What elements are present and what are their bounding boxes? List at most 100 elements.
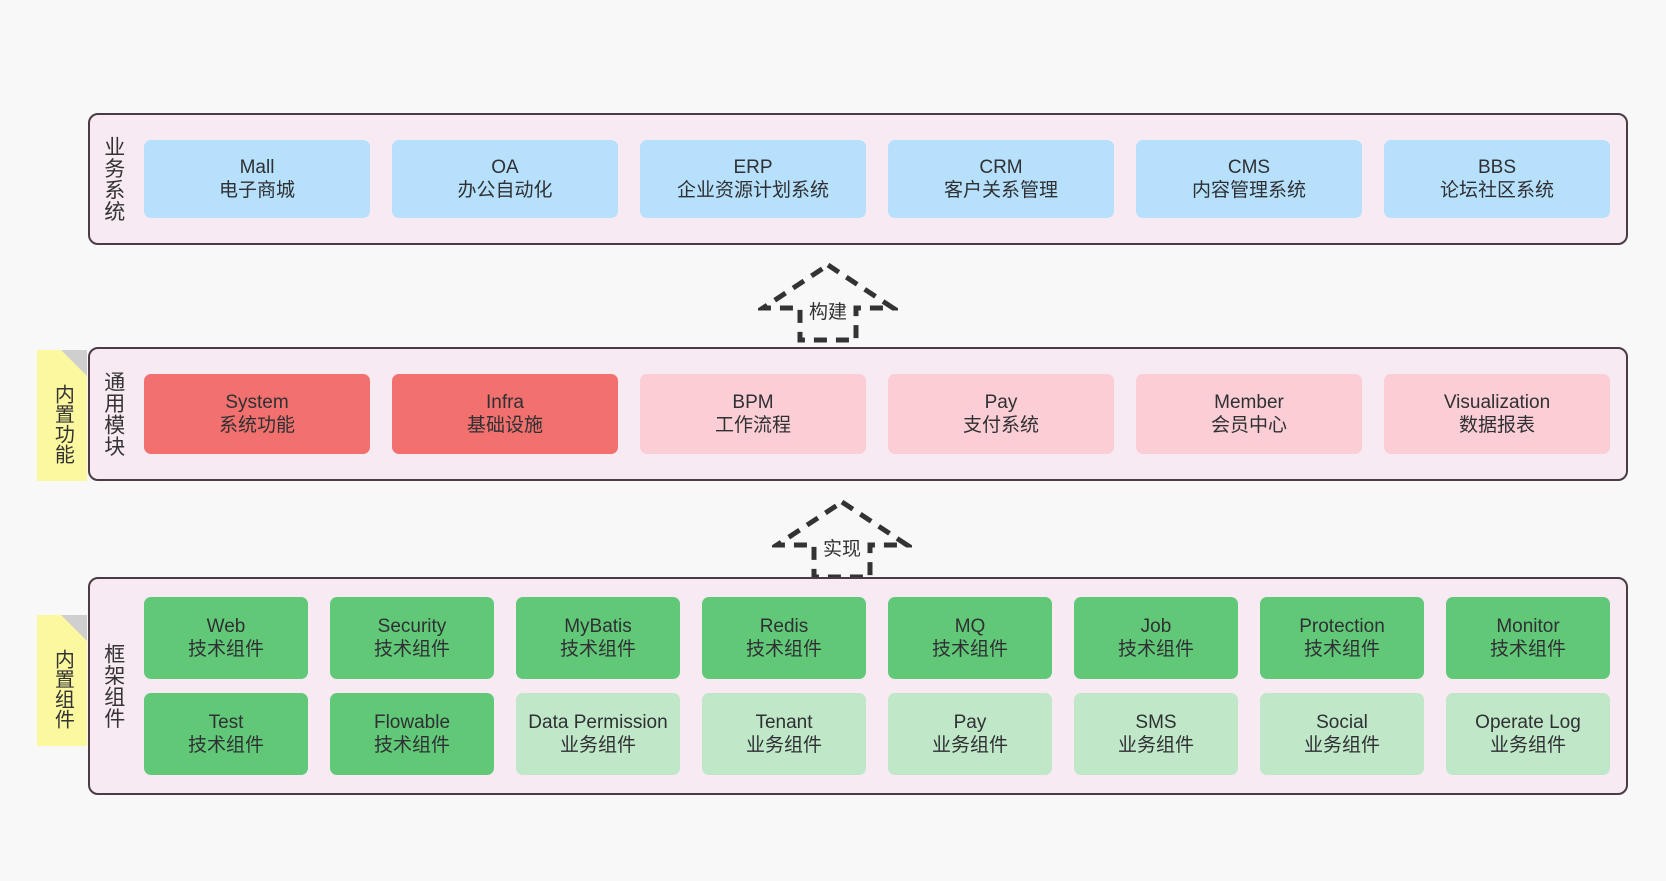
card-title-cn: 业务组件 [1489, 735, 1566, 756]
card-title-en: Visualization [1443, 391, 1551, 413]
card-cms[interactable]: CMS 内容管理系统 [1136, 140, 1362, 218]
card-title-en: Data Permission [528, 711, 668, 733]
card-oa[interactable]: OA 办公自动化 [392, 140, 618, 218]
card-title-en: OA [491, 156, 519, 178]
note-label: 内置组件 [51, 648, 74, 729]
card-title-en: BPM [732, 391, 774, 413]
card-title-en: Job [1140, 615, 1172, 637]
card-title-cn: 技术组件 [1303, 639, 1380, 660]
card-title-cn: 系统功能 [218, 415, 295, 436]
layer-title-framework-components: 框架组件 [101, 643, 125, 729]
card-data-permission[interactable]: Data Permission 业务组件 [516, 693, 680, 775]
card-bpm[interactable]: BPM 工作流程 [640, 374, 866, 454]
card-title-cn: 技术组件 [931, 639, 1008, 660]
card-erp[interactable]: ERP 企业资源计划系统 [640, 140, 866, 218]
card-pay-component[interactable]: Pay 业务组件 [888, 693, 1052, 775]
card-title-cn: 工作流程 [714, 415, 791, 436]
card-title-cn: 数据报表 [1458, 415, 1535, 436]
arrow-build: 构建 [758, 260, 898, 345]
card-title-en: Tenant [755, 711, 813, 733]
card-title-en: Test [208, 711, 244, 733]
card-title-cn: 客户关系管理 [943, 180, 1058, 201]
card-protection[interactable]: Protection 技术组件 [1260, 597, 1424, 679]
card-title-en: Web [206, 615, 246, 637]
card-tenant[interactable]: Tenant 业务组件 [702, 693, 866, 775]
card-operate-log[interactable]: Operate Log 业务组件 [1446, 693, 1610, 775]
card-title-cn: 电子商城 [218, 180, 295, 201]
card-title-cn: 技术组件 [1117, 639, 1194, 660]
arrow-build-icon [758, 262, 898, 343]
note-builtin-components: 内置组件 [37, 615, 87, 746]
note-label: 内置功能 [51, 383, 74, 464]
card-title-en: Pay [984, 391, 1018, 413]
card-title-en: Security [377, 615, 447, 637]
card-title-cn: 业务组件 [1117, 735, 1194, 756]
card-title-en: Flowable [373, 711, 451, 733]
card-title-cn: 支付系统 [962, 415, 1039, 436]
layer-common-modules: 通用模块 System 系统功能 Infra 基础设施 BPM 工作流程 Pay… [88, 347, 1628, 481]
card-mq[interactable]: MQ 技术组件 [888, 597, 1052, 679]
card-monitor[interactable]: Monitor 技术组件 [1446, 597, 1610, 679]
card-job[interactable]: Job 技术组件 [1074, 597, 1238, 679]
card-title-en: MyBatis [564, 615, 632, 637]
card-crm[interactable]: CRM 客户关系管理 [888, 140, 1114, 218]
card-title-en: Monitor [1496, 615, 1560, 637]
card-title-cn: 业务组件 [1303, 735, 1380, 756]
card-title-en: Operate Log [1475, 711, 1581, 733]
card-title-en: ERP [733, 156, 773, 178]
card-system[interactable]: System 系统功能 [144, 374, 370, 454]
framework-card-row-business: Test 技术组件 Flowable 技术组件 Data Permission … [144, 693, 1610, 775]
card-title-en: CMS [1227, 156, 1271, 178]
card-mall[interactable]: Mall 电子商城 [144, 140, 370, 218]
modules-cards-area: System 系统功能 Infra 基础设施 BPM 工作流程 Pay 支付系统… [136, 349, 1626, 479]
card-title-cn: 技术组件 [187, 735, 264, 756]
card-title-en: BBS [1477, 156, 1517, 178]
card-redis[interactable]: Redis 技术组件 [702, 597, 866, 679]
card-test[interactable]: Test 技术组件 [144, 693, 308, 775]
card-mybatis[interactable]: MyBatis 技术组件 [516, 597, 680, 679]
card-title-en: CRM [979, 156, 1023, 178]
framework-card-row-tech: Web 技术组件 Security 技术组件 MyBatis 技术组件 Redi… [144, 597, 1610, 679]
card-security[interactable]: Security 技术组件 [330, 597, 494, 679]
card-title-cn: 技术组件 [373, 735, 450, 756]
card-title-cn: 会员中心 [1210, 415, 1287, 436]
card-pay-module[interactable]: Pay 支付系统 [888, 374, 1114, 454]
card-title-cn: 基础设施 [466, 415, 543, 436]
card-title-cn: 技术组件 [559, 639, 636, 660]
card-title-cn: 业务组件 [931, 735, 1008, 756]
card-title-cn: 技术组件 [745, 639, 822, 660]
card-social[interactable]: Social 业务组件 [1260, 693, 1424, 775]
layer-title-business-system: 业务系统 [101, 136, 125, 222]
card-bbs[interactable]: BBS 论坛社区系统 [1384, 140, 1610, 218]
card-title-en: SMS [1135, 711, 1177, 733]
card-title-en: Member [1214, 391, 1284, 413]
card-title-en: Social [1316, 711, 1368, 733]
card-title-cn: 企业资源计划系统 [676, 180, 829, 201]
card-flowable[interactable]: Flowable 技术组件 [330, 693, 494, 775]
note-fold-corner-icon [61, 350, 87, 376]
business-cards-area: Mall 电子商城 OA 办公自动化 ERP 企业资源计划系统 CRM 客户关系… [136, 115, 1626, 243]
card-visualization[interactable]: Visualization 数据报表 [1384, 374, 1610, 454]
card-title-en: Pay [953, 711, 987, 733]
card-infra[interactable]: Infra 基础设施 [392, 374, 618, 454]
card-title-cn: 业务组件 [559, 735, 636, 756]
card-title-en: MQ [954, 615, 986, 637]
card-sms[interactable]: SMS 业务组件 [1074, 693, 1238, 775]
card-member[interactable]: Member 会员中心 [1136, 374, 1362, 454]
card-title-cn: 业务组件 [745, 735, 822, 756]
framework-cards-area: Web 技术组件 Security 技术组件 MyBatis 技术组件 Redi… [136, 579, 1626, 793]
modules-card-row: System 系统功能 Infra 基础设施 BPM 工作流程 Pay 支付系统… [144, 374, 1610, 454]
card-title-cn: 内容管理系统 [1191, 180, 1306, 201]
layer-business-system: 业务系统 Mall 电子商城 OA 办公自动化 ERP 企业资源计划系统 CRM… [88, 113, 1628, 245]
card-web[interactable]: Web 技术组件 [144, 597, 308, 679]
arrow-implement: 实现 [772, 497, 912, 582]
note-fold-corner-icon [61, 615, 87, 641]
business-card-row: Mall 电子商城 OA 办公自动化 ERP 企业资源计划系统 CRM 客户关系… [144, 140, 1610, 218]
card-title-en: System [225, 391, 289, 413]
card-title-cn: 技术组件 [187, 639, 264, 660]
card-title-en: Redis [759, 615, 809, 637]
card-title-en: Infra [485, 391, 525, 413]
layer-framework-components: 框架组件 Web 技术组件 Security 技术组件 MyBatis 技术组件… [88, 577, 1628, 795]
arrow-implement-icon [772, 499, 912, 580]
